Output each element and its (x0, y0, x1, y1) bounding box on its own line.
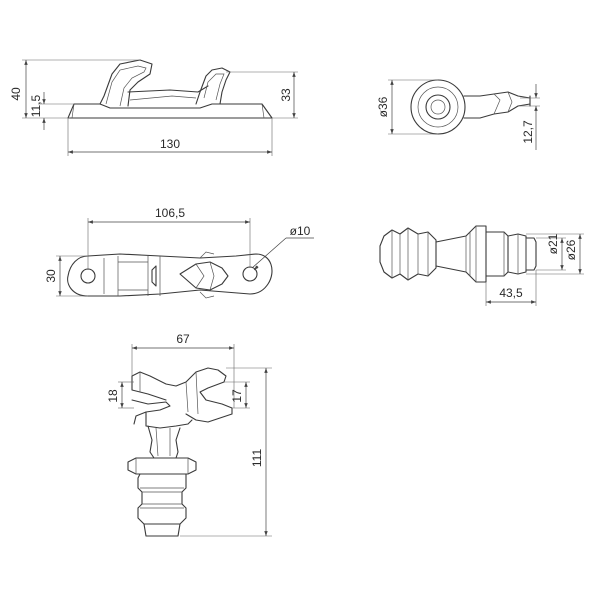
dim-front-jaw-right: 17 (224, 381, 250, 409)
dim-side-base-thickness: 11,5 (29, 92, 74, 130)
dim-label-130: 130 (160, 137, 180, 151)
dim-label-18: 18 (106, 389, 120, 403)
dim-label-dia-21: ø21 (546, 233, 560, 254)
dim-label-33: 33 (279, 88, 293, 102)
front-view: 67 18 17 111 (106, 332, 272, 537)
dim-front-height: 111 (180, 367, 272, 537)
dim-top-hole-diameter: ø10 (251, 224, 314, 271)
side-view: 40 11,5 33 130 (9, 59, 298, 156)
dim-front-jaw-left: 18 (106, 381, 134, 409)
dim-label-dia-26: ø26 (564, 239, 578, 260)
dim-label-30: 30 (44, 269, 58, 283)
stud-view: ø21 ø26 43,5 (379, 225, 584, 306)
dim-side-height-total: 40 (9, 59, 140, 119)
dim-side-height-right: 33 (226, 71, 298, 119)
dim-label-43-5: 43,5 (499, 286, 523, 300)
top-view: 106,5 ø10 30 (44, 206, 314, 299)
dim-label-12-7: 12,7 (521, 120, 535, 144)
dim-label-40: 40 (9, 87, 23, 101)
dim-label-111: 111 (250, 449, 264, 468)
dim-label-67: 67 (176, 332, 190, 346)
end-view: ø36 12,7 (376, 79, 540, 150)
dim-label-17: 17 (230, 389, 244, 403)
dim-top-width: 30 (44, 255, 88, 297)
dim-end-diameter: ø36 (376, 79, 438, 135)
dim-label-106-5: 106,5 (155, 206, 185, 220)
dim-stud-length: 43,5 (485, 270, 537, 306)
dim-front-width: 67 (131, 332, 235, 408)
dim-stud-outer-diameter: ø26 (526, 233, 584, 275)
dim-label-dia-10: ø10 (290, 224, 311, 238)
dim-label-11-5: 11,5 (29, 94, 43, 117)
dim-top-hole-spacing: 106,5 (87, 206, 251, 270)
dim-label-dia-36: ø36 (376, 96, 390, 117)
dim-end-offset: 12,7 (520, 84, 540, 150)
dim-side-length: 130 (67, 118, 273, 156)
dim-stud-inner-diameter: ø21 (536, 233, 566, 271)
